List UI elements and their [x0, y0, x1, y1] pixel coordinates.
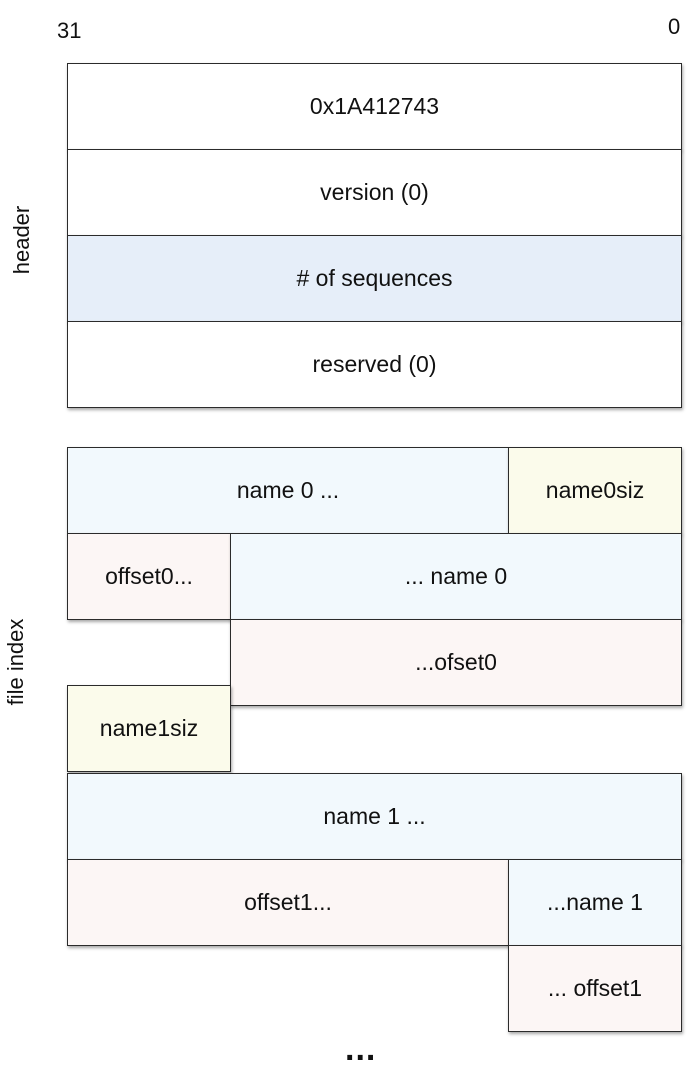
- offset1-end-cell: ... offset1: [508, 945, 682, 1032]
- name1-end-cell: ...name 1: [508, 859, 682, 946]
- name0-end-cell: ... name 0: [230, 533, 682, 620]
- offset0-end-text: ...ofset0: [415, 649, 497, 675]
- reserved-text: reserved (0): [312, 351, 437, 377]
- file-index-section-label: file index: [3, 618, 28, 706]
- name0-start-text: name 0 ...: [236, 477, 340, 503]
- continuation-ellipsis: ...: [345, 1030, 377, 1068]
- name1-end-text: ...name 1: [547, 889, 643, 915]
- header-section-label: header: [9, 205, 34, 275]
- offset1-start-cell: offset1...: [67, 859, 509, 946]
- sequence-count-row: # of sequences: [67, 235, 682, 322]
- offset1-start-text: offset1...: [244, 889, 332, 915]
- offset0-start-text: offset0...: [105, 563, 193, 589]
- offset0-start-cell: offset0...: [67, 533, 231, 620]
- magic-number-row: 0x1A412743: [67, 63, 682, 150]
- bit-0-label: 0: [668, 14, 681, 39]
- version-row: version (0): [67, 149, 682, 236]
- name1-size-text: name1siz: [99, 715, 199, 741]
- name1-start-cell: name 1 ...: [67, 773, 682, 860]
- name0-end-text: ... name 0: [404, 563, 508, 589]
- name0-size-cell: name0siz: [508, 447, 682, 534]
- version-text: version (0): [320, 179, 429, 205]
- name1-size-cell: name1siz: [67, 685, 231, 772]
- reserved-row: reserved (0): [67, 321, 682, 408]
- name0-size-text: name0siz: [545, 477, 645, 503]
- offset1-end-text: ... offset1: [547, 975, 643, 1001]
- name0-start-cell: name 0 ...: [67, 447, 509, 534]
- magic-number-text: 0x1A412743: [309, 93, 440, 119]
- bit-31-label: 31: [57, 18, 82, 43]
- sequence-count-text: # of sequences: [296, 265, 453, 291]
- name1-start-text: name 1 ...: [323, 803, 426, 829]
- offset0-end-cell: ...ofset0: [230, 619, 682, 706]
